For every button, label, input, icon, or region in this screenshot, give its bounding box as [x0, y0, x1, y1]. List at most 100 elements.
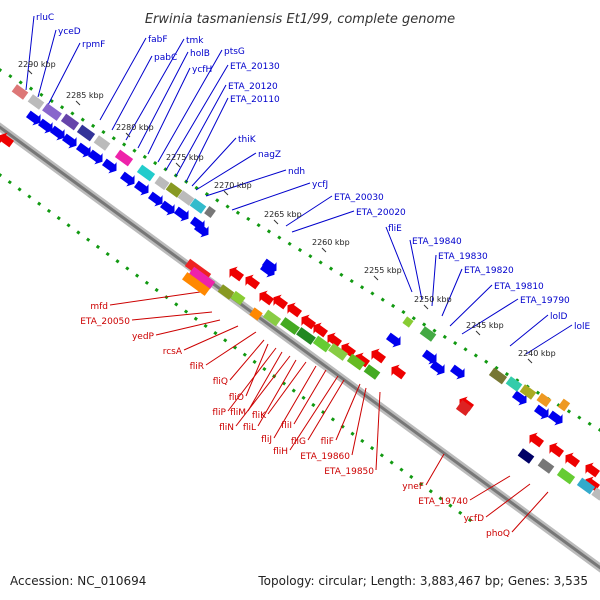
inner-tick-dot — [37, 201, 42, 206]
outer-tick-dot — [122, 142, 127, 147]
reverse-gene-block — [262, 309, 282, 327]
inner-tick-dot — [144, 280, 149, 285]
forward-gene-arrow — [511, 390, 527, 406]
inner-tick-dot — [174, 302, 179, 307]
forward-gene-label: ETA_20130 — [230, 62, 280, 72]
reverse-gene-block — [230, 290, 246, 306]
forward-gene-block — [402, 316, 414, 328]
forward-gene-label: ycfJ — [312, 180, 328, 190]
inner-tick-dot — [379, 453, 384, 458]
outer-tick-dot — [277, 235, 282, 240]
outer-tick-dot — [28, 86, 34, 91]
scale-tick-label: 2240 kbp — [518, 349, 556, 358]
outer-tick-dot — [566, 409, 572, 414]
forward-gene-label: ETA_20110 — [230, 95, 280, 105]
inner-tick-dot — [242, 352, 247, 357]
outer-tick-dot — [504, 372, 509, 377]
reverse-gene-label: fliQ — [213, 377, 228, 387]
forward-gene-arrow — [75, 142, 91, 158]
reverse-gene-label: fliM — [230, 408, 246, 418]
outer-tick-dot — [80, 117, 85, 122]
gene-leader-line — [191, 137, 237, 187]
forward-gene-label: ETA_19790 — [520, 296, 570, 306]
scale-tick-mark — [475, 330, 481, 336]
gene-leader-line — [273, 365, 317, 439]
outer-tick-dot — [246, 216, 251, 222]
gene-leader-line — [449, 284, 493, 327]
forward-gene-arrow — [533, 404, 549, 420]
outer-tick-dot — [132, 148, 137, 153]
inner-tick-dot — [448, 503, 453, 508]
forward-gene-arrow — [421, 349, 437, 365]
gene-leader-line — [257, 359, 297, 427]
forward-gene-arrow — [449, 364, 465, 380]
reverse-gene-label: rcsA — [163, 347, 183, 357]
scale-tick-mark — [223, 190, 229, 196]
inner-tick-dot — [428, 489, 433, 494]
gene-leader-line — [525, 324, 573, 355]
outer-tick-dot — [8, 74, 13, 79]
gene-leader-line — [293, 369, 327, 425]
inner-tick-dot — [223, 338, 228, 343]
reverse-gene-block — [517, 448, 535, 464]
reverse-gene-arrow — [529, 432, 545, 448]
gene-leader-line — [409, 239, 423, 301]
outer-tick-dot — [18, 80, 23, 85]
gene-leader-line — [485, 483, 531, 518]
reverse-gene-arrow — [371, 348, 387, 364]
reverse-gene-label: fliO — [229, 393, 244, 403]
forward-gene-label: ETA_20120 — [228, 82, 278, 92]
scale-tick-mark — [273, 219, 279, 225]
inner-tick-dot — [46, 208, 52, 214]
gene-leader-line — [245, 343, 269, 397]
forward-gene-block — [27, 94, 45, 110]
inner-tick-dot — [262, 366, 267, 372]
forward-gene-label: ETA_19810 — [494, 282, 544, 292]
reverse-gene-arrow — [259, 290, 275, 306]
gene-leader-line — [195, 152, 257, 191]
reverse-gene-label: phoQ — [486, 529, 510, 539]
forward-gene-arrow — [385, 332, 401, 348]
reverse-gene-arrow — [313, 322, 329, 338]
gene-leader-line — [235, 355, 291, 427]
outer-tick-dot — [587, 421, 592, 426]
inner-tick-dot — [203, 323, 208, 329]
gene-leader-line — [111, 55, 153, 131]
gene-leader-line — [155, 319, 221, 336]
reverse-gene-block — [455, 400, 473, 416]
reverse-gene-arrow — [391, 364, 407, 380]
reverse-gene-block — [182, 272, 210, 296]
reverse-gene-label: ETA_19860 — [300, 452, 350, 462]
scale-tick-label: 2275 kbp — [166, 153, 204, 162]
outer-tick-dot — [266, 229, 272, 234]
reverse-gene-block — [346, 353, 366, 371]
forward-gene-arrow — [133, 180, 149, 196]
inner-tick-dot — [193, 316, 198, 321]
gene-leader-line — [441, 268, 463, 317]
reverse-gene-label: fliK — [252, 411, 267, 421]
reverse-gene-arrow — [287, 302, 303, 318]
reverse-gene-block — [363, 364, 381, 380]
reverse-gene-label: fliP — [212, 408, 226, 418]
reverse-gene-block — [280, 317, 300, 335]
forward-gene-label: ycfH — [192, 65, 212, 75]
forward-gene-label: ETA_19840 — [412, 237, 462, 247]
inner-tick-dot — [467, 517, 473, 523]
inner-tick-dot — [418, 481, 424, 487]
forward-gene-arrow — [259, 262, 275, 278]
gene-leader-line — [227, 347, 277, 412]
forward-gene-block — [93, 135, 111, 151]
forward-gene-block — [154, 175, 170, 191]
forward-gene-block — [136, 164, 156, 182]
scale-tick-mark — [75, 100, 81, 106]
outer-tick-dot — [91, 123, 96, 128]
reverse-gene-arrow — [585, 476, 600, 492]
forward-gene-block — [11, 84, 29, 100]
reverse-gene-arrow — [229, 266, 245, 282]
forward-gene-label: pabC — [154, 53, 177, 63]
outer-tick-dot — [597, 427, 600, 433]
forward-gene-label: tmk — [186, 36, 204, 46]
forward-gene-arrow — [87, 149, 103, 165]
backbone-core — [0, 125, 600, 570]
forward-gene-block — [488, 367, 508, 385]
